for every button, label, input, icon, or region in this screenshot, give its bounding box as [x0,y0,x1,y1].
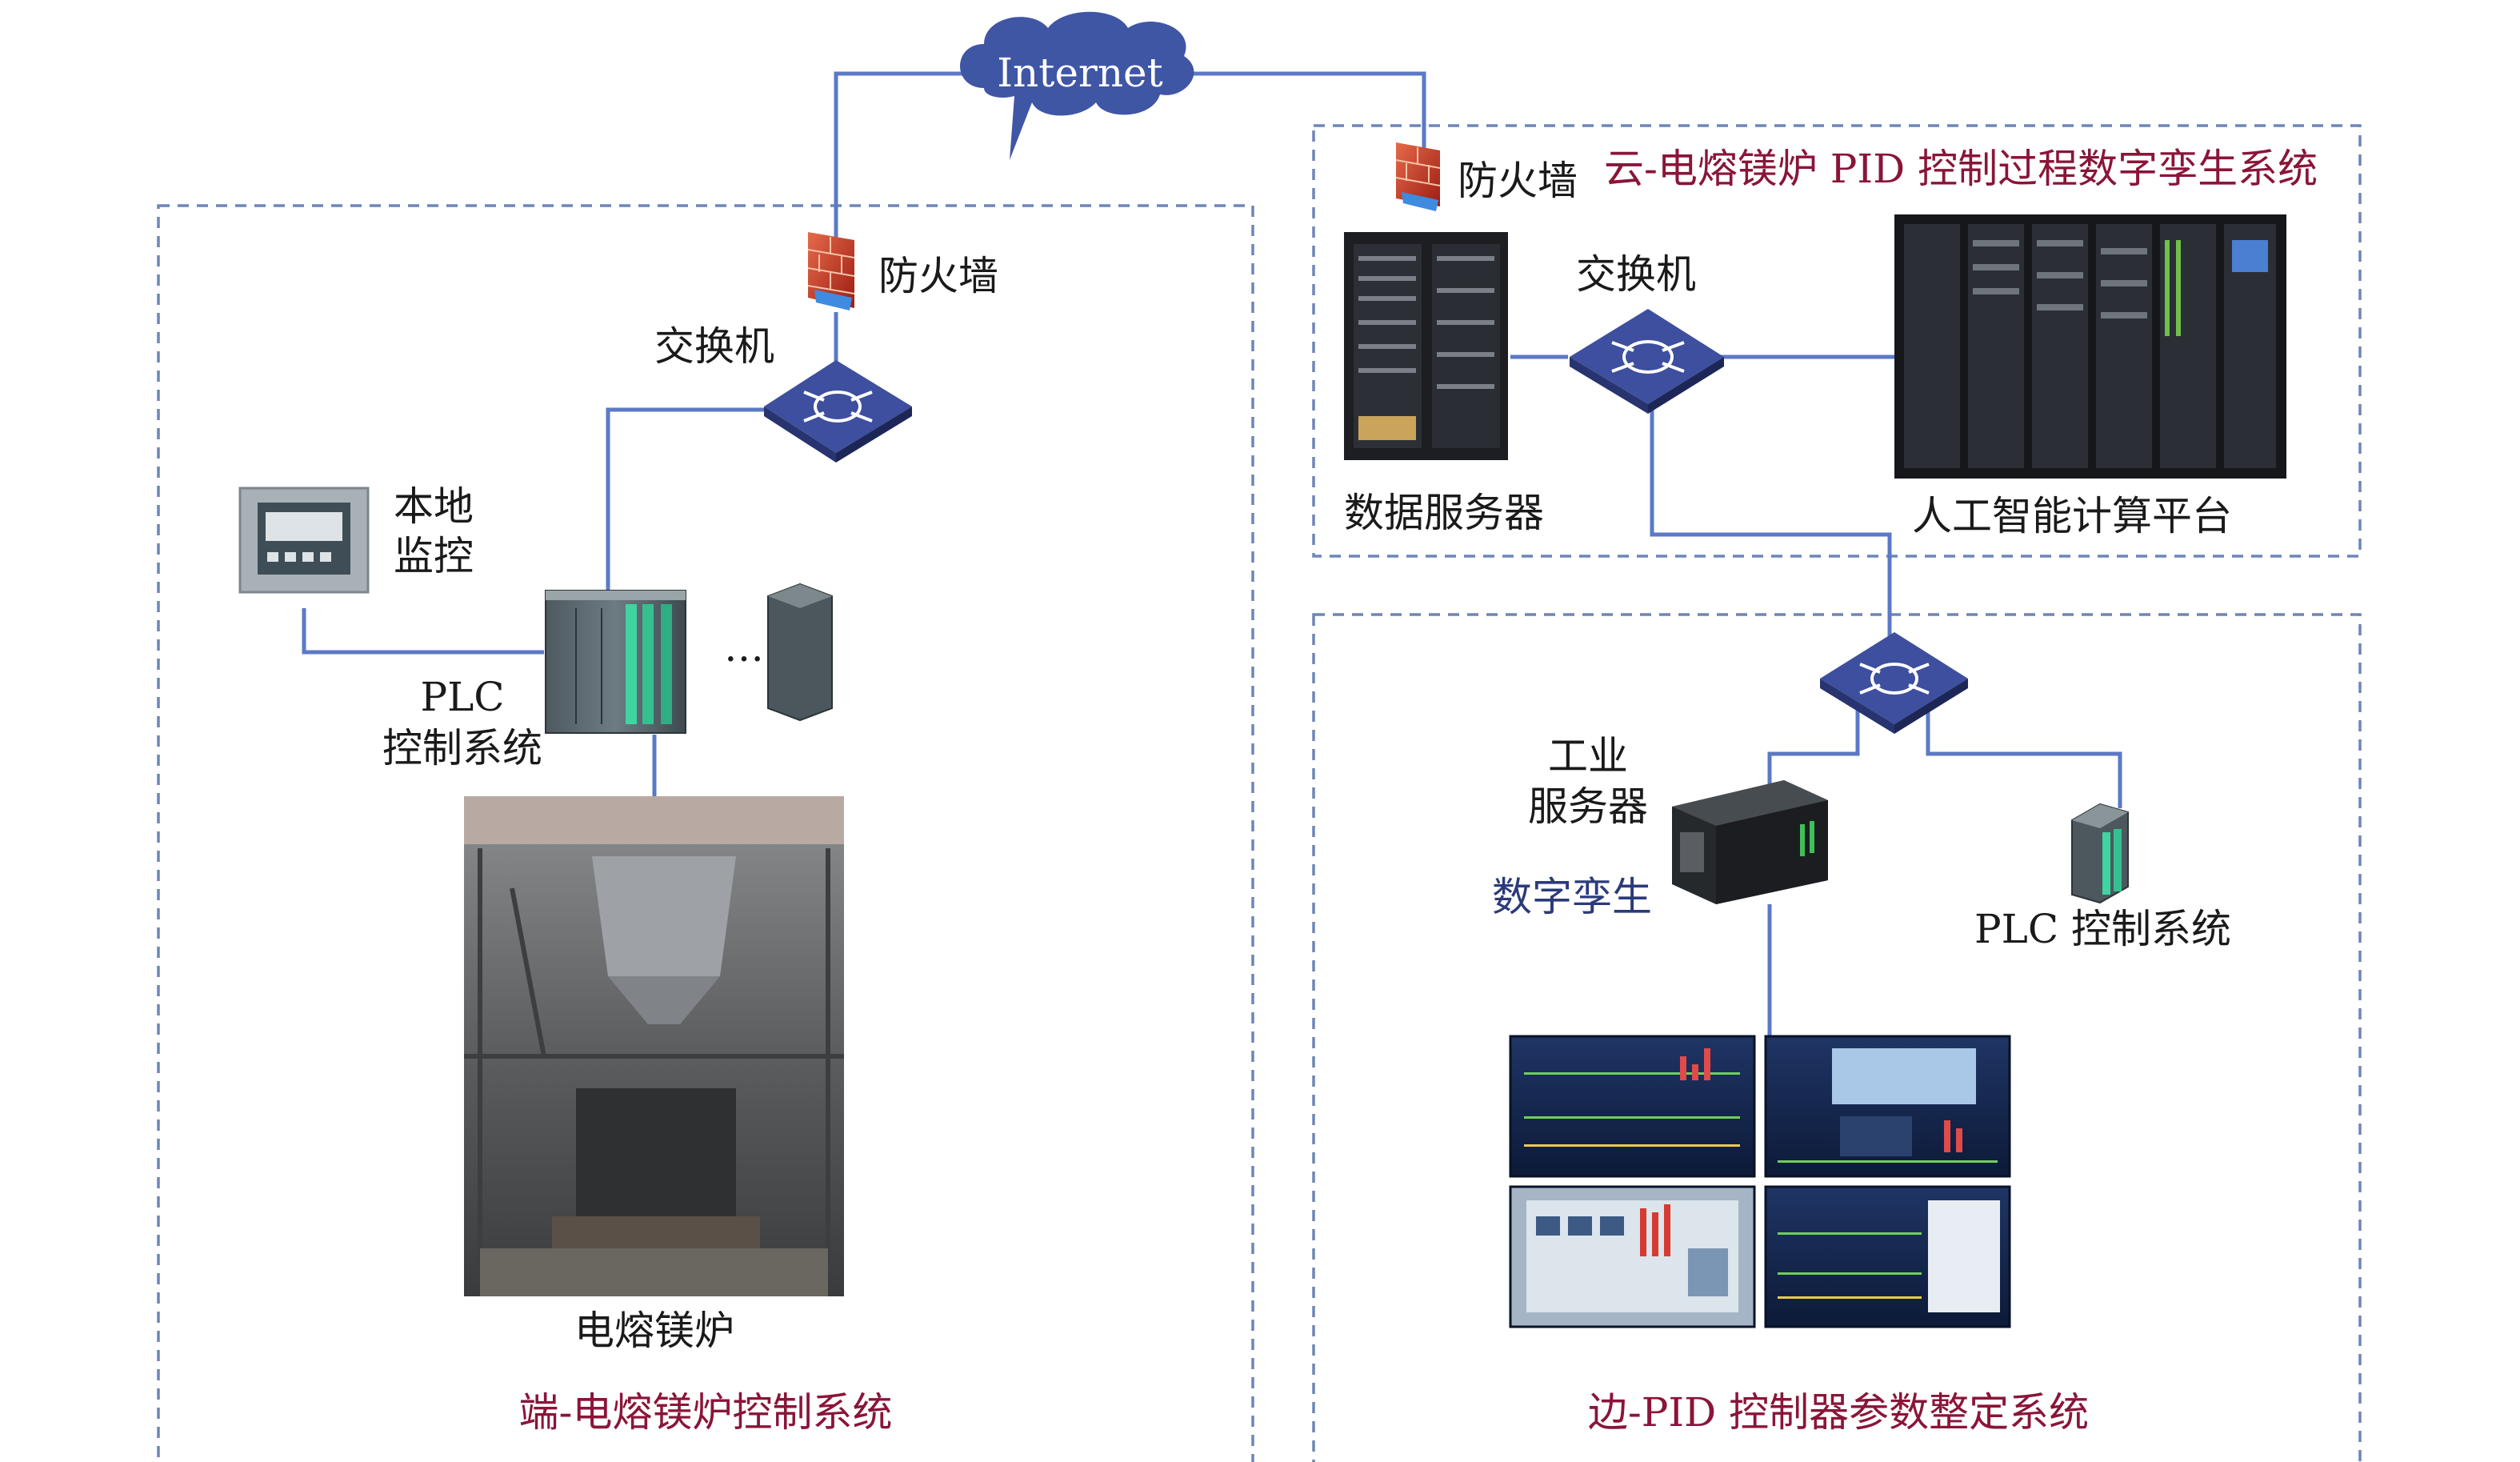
data-server-label: 数据服务器 [1344,490,1544,536]
internet-label: Internet [997,50,1162,96]
local-monitor-icon [238,487,370,594]
ai-platform-photo [1894,214,2286,479]
data-server-photo [1344,232,1508,460]
line-switch-plc-edge [1926,708,2122,808]
edge-plc-label: PLC 控制系统 [1974,906,2231,952]
line-monitor-plc [302,608,544,655]
left-firewall-icon [807,232,855,310]
line-internet-cloud [1190,71,1426,148]
industrial-server-icon [1672,780,1828,904]
left-switch-icon [764,360,912,463]
left-system-title: 端-电熔镁炉控制系统 [519,1389,893,1436]
edge-system-title: 边-PID 控制器参数整定系统 [1588,1389,2089,1436]
line-switch-plc [606,407,764,592]
local-monitor-label-2: 监控 [394,533,474,579]
local-monitor-label-1: 本地 [394,483,474,530]
industrial-server-label-1: 工业 [1548,733,1628,779]
left-firewall-label: 防火墙 [878,253,998,299]
edge-plc-icon [2071,803,2129,904]
connection-lines [302,71,2122,1036]
line-internet-left [834,71,978,280]
cloud-system-title: 云-电熔镁炉 PID 控制过程数字孪生系统 [1604,146,2318,192]
line-switch-industrial [1767,708,1860,807]
digital-twin-label: 数字孪生 [1492,874,1652,920]
digital-twin-screens [1509,1035,2011,1328]
industrial-server-label-2: 服务器 [1528,783,1648,830]
plc-label-2: 控制系统 [382,725,542,771]
twin-screen-1 [1509,1035,1756,1178]
plc-ellipsis: … [724,624,764,671]
cloud-firewall-label: 防火墙 [1458,158,1578,204]
plc-extension-icon [767,583,833,722]
left-switch-label: 交换机 [654,323,774,370]
furnace-photo [464,796,844,1296]
ai-platform-label: 人工智能计算平台 [1912,493,2232,539]
edge-region-border [1312,613,2362,1462]
cloud-switch-icon [1570,309,1724,414]
edge-switch-icon [1820,632,1968,734]
plc-label-1: PLC [420,674,504,720]
internet-cloud-icon: Internet [960,11,1194,160]
cloud-firewall-icon [1395,142,1441,211]
cloud-switch-label: 交换机 [1576,251,1696,298]
line-cloud-edge [1650,404,1892,648]
cloud-region-border [1312,124,2362,558]
left-region-border [157,204,1254,1462]
plc-module-icon [545,590,686,734]
furnace-label: 电熔镁炉 [574,1308,734,1354]
